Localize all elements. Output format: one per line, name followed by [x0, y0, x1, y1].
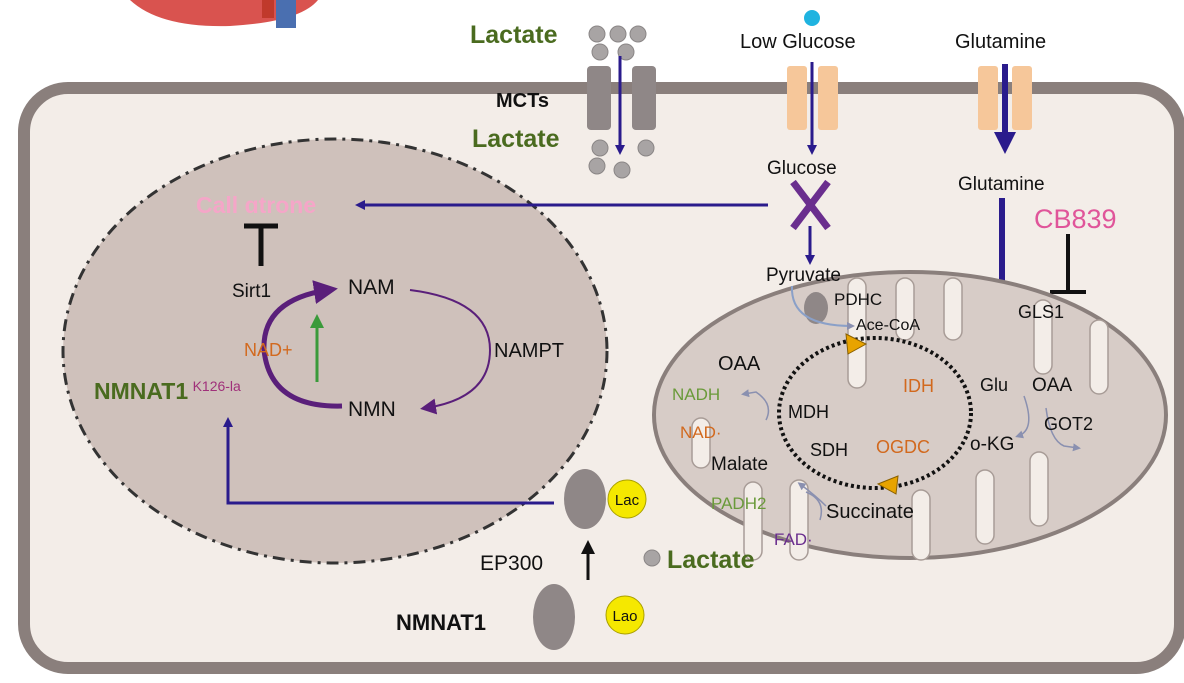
lactate-molecules-outside: [588, 25, 647, 61]
lac-binding-protein: [564, 469, 606, 529]
malate-label: Malate: [711, 454, 768, 475]
pdhc-enzyme: [804, 292, 828, 324]
ace-coa-label: Ace-CoA: [856, 317, 920, 334]
sdh-label: SDH: [810, 440, 848, 460]
oaa-got2-arrow: [1045, 407, 1081, 452]
cb839-label: CB839: [1034, 204, 1117, 234]
glucose-block-x-icon: [790, 179, 831, 231]
mcts-label: MCTs: [496, 90, 549, 112]
cell-cutline-label: Call ɑtrone: [196, 192, 316, 218]
fad-reduction-arrow: [797, 482, 827, 507]
nad-plus-label: NAD+: [244, 340, 293, 360]
lac-badge-top: [607, 479, 647, 519]
glu-label: Glu: [980, 375, 1008, 395]
nad-dot-label: NAD·: [680, 423, 722, 442]
pyruvate-label: Pyruvate: [766, 265, 841, 286]
succinate-label: Succinate: [826, 501, 914, 523]
glucose-label: Glucose: [767, 158, 837, 179]
sirt1-inhibition: [244, 223, 278, 266]
nad-reduction-arrow: [741, 389, 770, 421]
glutamine-outside-label: Glutamine: [955, 31, 1046, 53]
pdhc-label: PDHC: [834, 290, 882, 309]
low-glucose-label: Low Glucose: [740, 31, 856, 53]
fad-label: FAD·: [774, 530, 813, 549]
lactate-molecules-inside: [588, 139, 655, 179]
nam-to-nampt-curve: [409, 289, 492, 415]
mct-transporter: [587, 66, 656, 130]
glucose-molecule: [804, 10, 820, 26]
nmnat1-protein: [533, 584, 575, 650]
nadh-label: NADH: [672, 385, 720, 404]
lactate-bottom-label: Lactate: [667, 546, 755, 574]
oaa-left-label: OAA: [718, 353, 761, 375]
tca-arrow-bottom-icon: [876, 475, 899, 495]
oaa-right-label: OAA: [1032, 375, 1072, 396]
nmn-to-nam-curve: [261, 280, 343, 409]
cb839-inhibition: [1050, 234, 1086, 294]
lactate-inside-label: Lactate: [472, 125, 560, 153]
gls1-label: GLS1: [1018, 302, 1064, 322]
tca-arrow-top-icon: [845, 333, 868, 355]
ogdc-label: OGDC: [876, 437, 930, 457]
nmnat1-site-label: K126-la: [193, 378, 241, 394]
got2-arrow: [1015, 395, 1030, 439]
nampt-label: NAMPT: [494, 340, 564, 362]
idh-label: IDH: [903, 376, 934, 396]
lactate-outside-label: Lactate: [470, 21, 558, 49]
nam-label: NAM: [348, 276, 395, 299]
glucose-transporter: [787, 66, 838, 130]
lac-badge-top-label: Lac: [615, 492, 640, 509]
lac-badge-bottom-label: Lao: [612, 608, 637, 625]
lactate-molecule-bottom: [643, 549, 661, 567]
okg-label: o-KG: [970, 434, 1014, 455]
succinate-side-arrow: [805, 491, 823, 521]
organ-fragment-icon: [130, 0, 318, 28]
mito-cristae: [691, 277, 1109, 561]
glutamine-transporter: [978, 66, 1032, 130]
pyruvate-to-acecoa-arrow: [790, 285, 855, 330]
nmnat1-main-label: NMNAT1: [94, 378, 188, 404]
glutamine-inside-label: Glutamine: [958, 174, 1045, 195]
lac-badge-bottom: [605, 595, 645, 635]
ep300-label: EP300: [480, 552, 543, 575]
nmn-label: NMN: [348, 398, 396, 421]
nmnat1-lactylated-label: NMNAT1 K126-la: [94, 378, 241, 404]
nucleus: [61, 137, 609, 565]
tca-cycle: [777, 336, 973, 490]
nmnat1-bottom-label: NMNAT1: [396, 610, 486, 635]
sirt1-label: Sirt1: [232, 281, 271, 302]
lactylation-arrow: [223, 417, 554, 505]
mdh-label: MDH: [788, 402, 829, 422]
padh2-label: PADH2: [711, 494, 766, 513]
got2-label: GOT2: [1044, 414, 1093, 434]
